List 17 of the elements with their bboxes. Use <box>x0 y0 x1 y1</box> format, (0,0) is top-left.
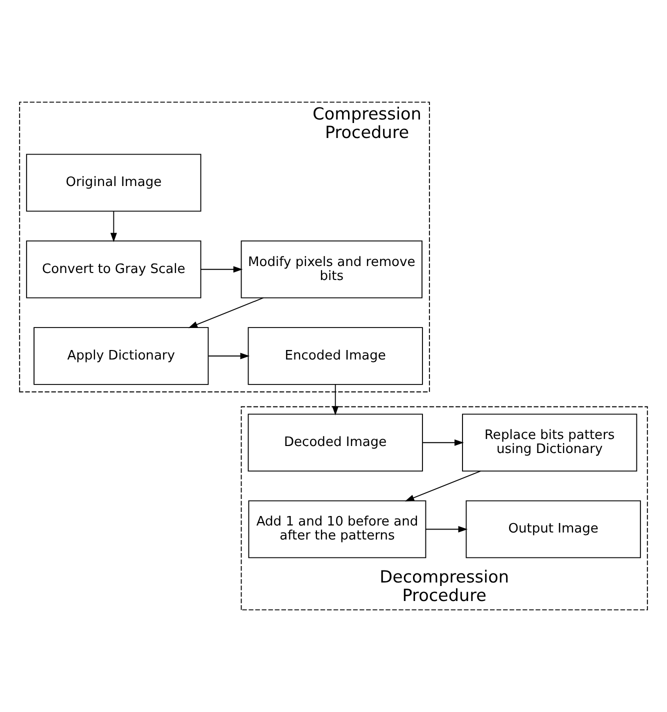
arrow <box>404 470 482 502</box>
node-box: Modify pixels and remove bits <box>240 240 422 298</box>
arrow <box>425 526 468 533</box>
arrow <box>110 210 117 242</box>
node-box: Replace bits patters using Dictionary <box>462 414 638 472</box>
arrow <box>332 384 339 416</box>
node-box: Convert to Gray Scale <box>26 240 202 298</box>
node-box: Apply Dictionary <box>34 327 209 385</box>
node-box: Output Image <box>466 500 641 558</box>
node-box: Original Image <box>26 154 202 212</box>
node-box: Add 1 and 10 before and after the patterns <box>248 500 426 558</box>
node-box: Decoded Image <box>248 414 423 472</box>
arrow <box>208 352 250 360</box>
arrow <box>422 439 464 446</box>
arrow <box>188 297 264 328</box>
node-box: Encoded Image <box>248 327 423 385</box>
arrow <box>200 266 243 273</box>
